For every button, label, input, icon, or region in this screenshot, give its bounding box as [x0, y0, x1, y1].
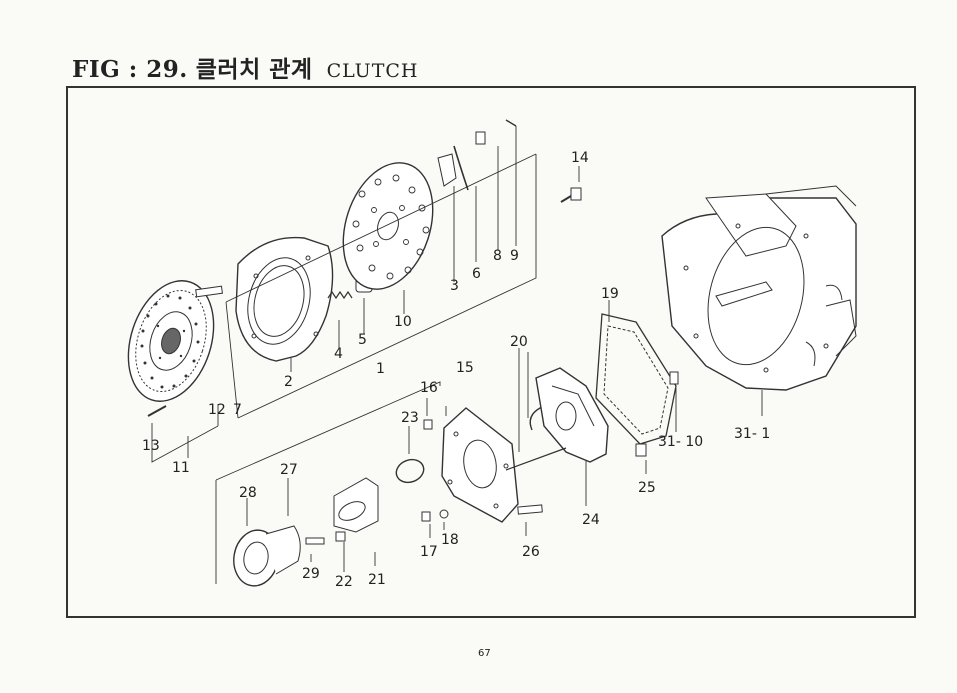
- callout-6: 6: [472, 266, 481, 282]
- callout-18: 18: [441, 532, 459, 548]
- gasket: [595, 313, 677, 445]
- figure-title-korean: 클러치 관계: [195, 56, 313, 83]
- callout-2: 2: [284, 374, 293, 390]
- callout-31-1: 31- 1: [734, 426, 770, 442]
- callout-4: 4: [334, 346, 343, 362]
- callout-19: 19: [601, 286, 619, 302]
- callout-29: 29: [302, 566, 320, 582]
- release-bearing-assembly: [233, 525, 325, 587]
- callout-24: 24: [582, 512, 600, 528]
- figure-number: FIG : 29.: [72, 56, 188, 83]
- adapter-plate: [441, 407, 519, 523]
- figure-title-english: CLUTCH: [326, 60, 419, 82]
- callout-14: 14: [571, 150, 589, 166]
- callout-5: 5: [358, 332, 367, 348]
- callout-23: 23: [401, 410, 419, 426]
- page-number: 67: [478, 648, 491, 659]
- diagram-frame: [66, 86, 916, 618]
- callout-3: 3: [450, 278, 459, 294]
- exploded-parts-diagram: 1 2 3 4 5 6 7 8 9 10 11 12 13 14 15 16 1…: [127, 119, 857, 590]
- callout-28: 28: [239, 485, 257, 501]
- callout-15: 15: [456, 360, 474, 376]
- callout-17: 17: [420, 544, 438, 560]
- callout-10: 10: [394, 314, 412, 330]
- callout-20: 20: [510, 334, 528, 350]
- callout-9: 9: [510, 248, 519, 264]
- flywheel-plate: [342, 162, 434, 290]
- callout-25: 25: [638, 480, 656, 496]
- callout-13: 13: [142, 438, 160, 454]
- transmission-housing: [661, 185, 857, 391]
- bell-housing-cover: [535, 367, 609, 463]
- callout-7: 7: [233, 402, 242, 418]
- callout-31-10: 31- 10: [658, 434, 703, 450]
- callout-27: 27: [280, 462, 298, 478]
- pressure-plate-cover: [235, 236, 334, 362]
- callout-11: 11: [172, 460, 190, 476]
- figure-title: FIG : 29. 클러치 관계 CLUTCH: [72, 50, 418, 84]
- release-sleeve: [333, 477, 379, 542]
- callout-26: 26: [522, 544, 540, 560]
- callout-21: 21: [368, 572, 386, 588]
- callout-16: 16: [420, 380, 438, 396]
- callout-12: 12: [208, 402, 226, 418]
- callout-1: 1: [376, 361, 385, 377]
- clutch-disc: [127, 280, 215, 402]
- callout-22: 22: [335, 574, 353, 590]
- callout-8: 8: [493, 248, 502, 264]
